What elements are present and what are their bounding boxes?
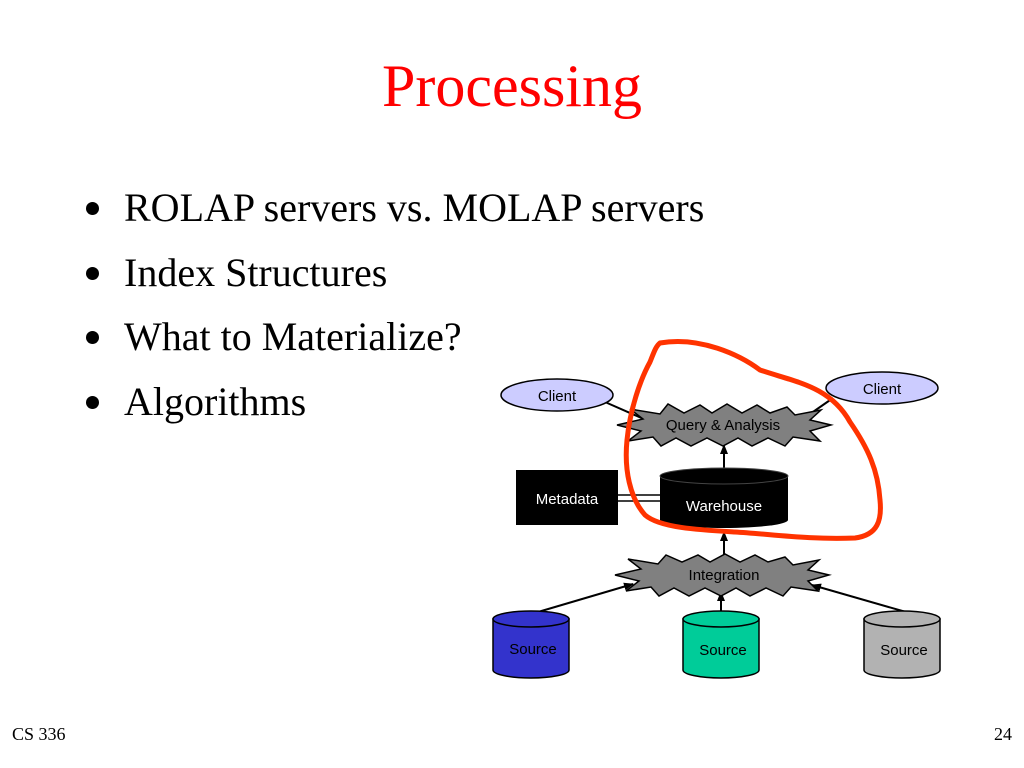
source-3-label: Source [880,642,928,659]
query-analysis-burst: Query & Analysis [616,403,834,447]
client-right-label: Client [863,381,902,398]
warehouse-cylinder: Warehouse [659,467,789,528]
arrow-source-3-to-integration [811,583,907,613]
bullet-item: ROLAP servers vs. MOLAP servers [84,183,704,248]
bullet-item: Index Structures [84,248,704,313]
highlight-annotation [623,339,883,541]
bullet-dot-icon [86,202,99,215]
bullet-text: Algorithms [124,378,307,424]
slide-title: Processing [382,53,642,119]
bullet-dot-icon [86,395,99,409]
source-3-cylinder: Source [863,610,941,679]
client-left-node: Client [500,378,614,412]
source-1-cylinder: Source [492,610,570,679]
client-right-node: Client [825,371,939,405]
metadata-label: Metadata [536,491,599,508]
bullet-item: What to Materialize? [84,312,704,377]
bullet-text: ROLAP servers vs. MOLAP servers [124,185,705,230]
page-number: 24 [994,724,1012,744]
bullet-list: ROLAP servers vs. MOLAP servers Index St… [84,183,704,441]
bullet-dot-icon [86,331,99,344]
integration-burst: Integration [614,553,832,597]
source-1-label: Source [509,641,557,658]
metadata-box: Metadata [516,470,618,525]
bullet-dot-icon [86,266,99,280]
bullet-item: Algorithms [84,377,704,442]
bullet-text: What to Materialize? [124,314,462,359]
metadata-link [618,494,660,502]
bullet-text: Index Structures [124,249,388,295]
arrow-source-1-to-integration [537,582,634,613]
source-2-cylinder: Source [682,610,760,679]
integration-label: Integration [689,567,760,584]
source-2-label: Source [699,642,747,659]
footer-course-label: CS 336 [12,724,66,744]
warehouse-label: Warehouse [686,498,762,515]
query-analysis-label: Query & Analysis [666,417,780,434]
client-left-label: Client [538,388,577,405]
